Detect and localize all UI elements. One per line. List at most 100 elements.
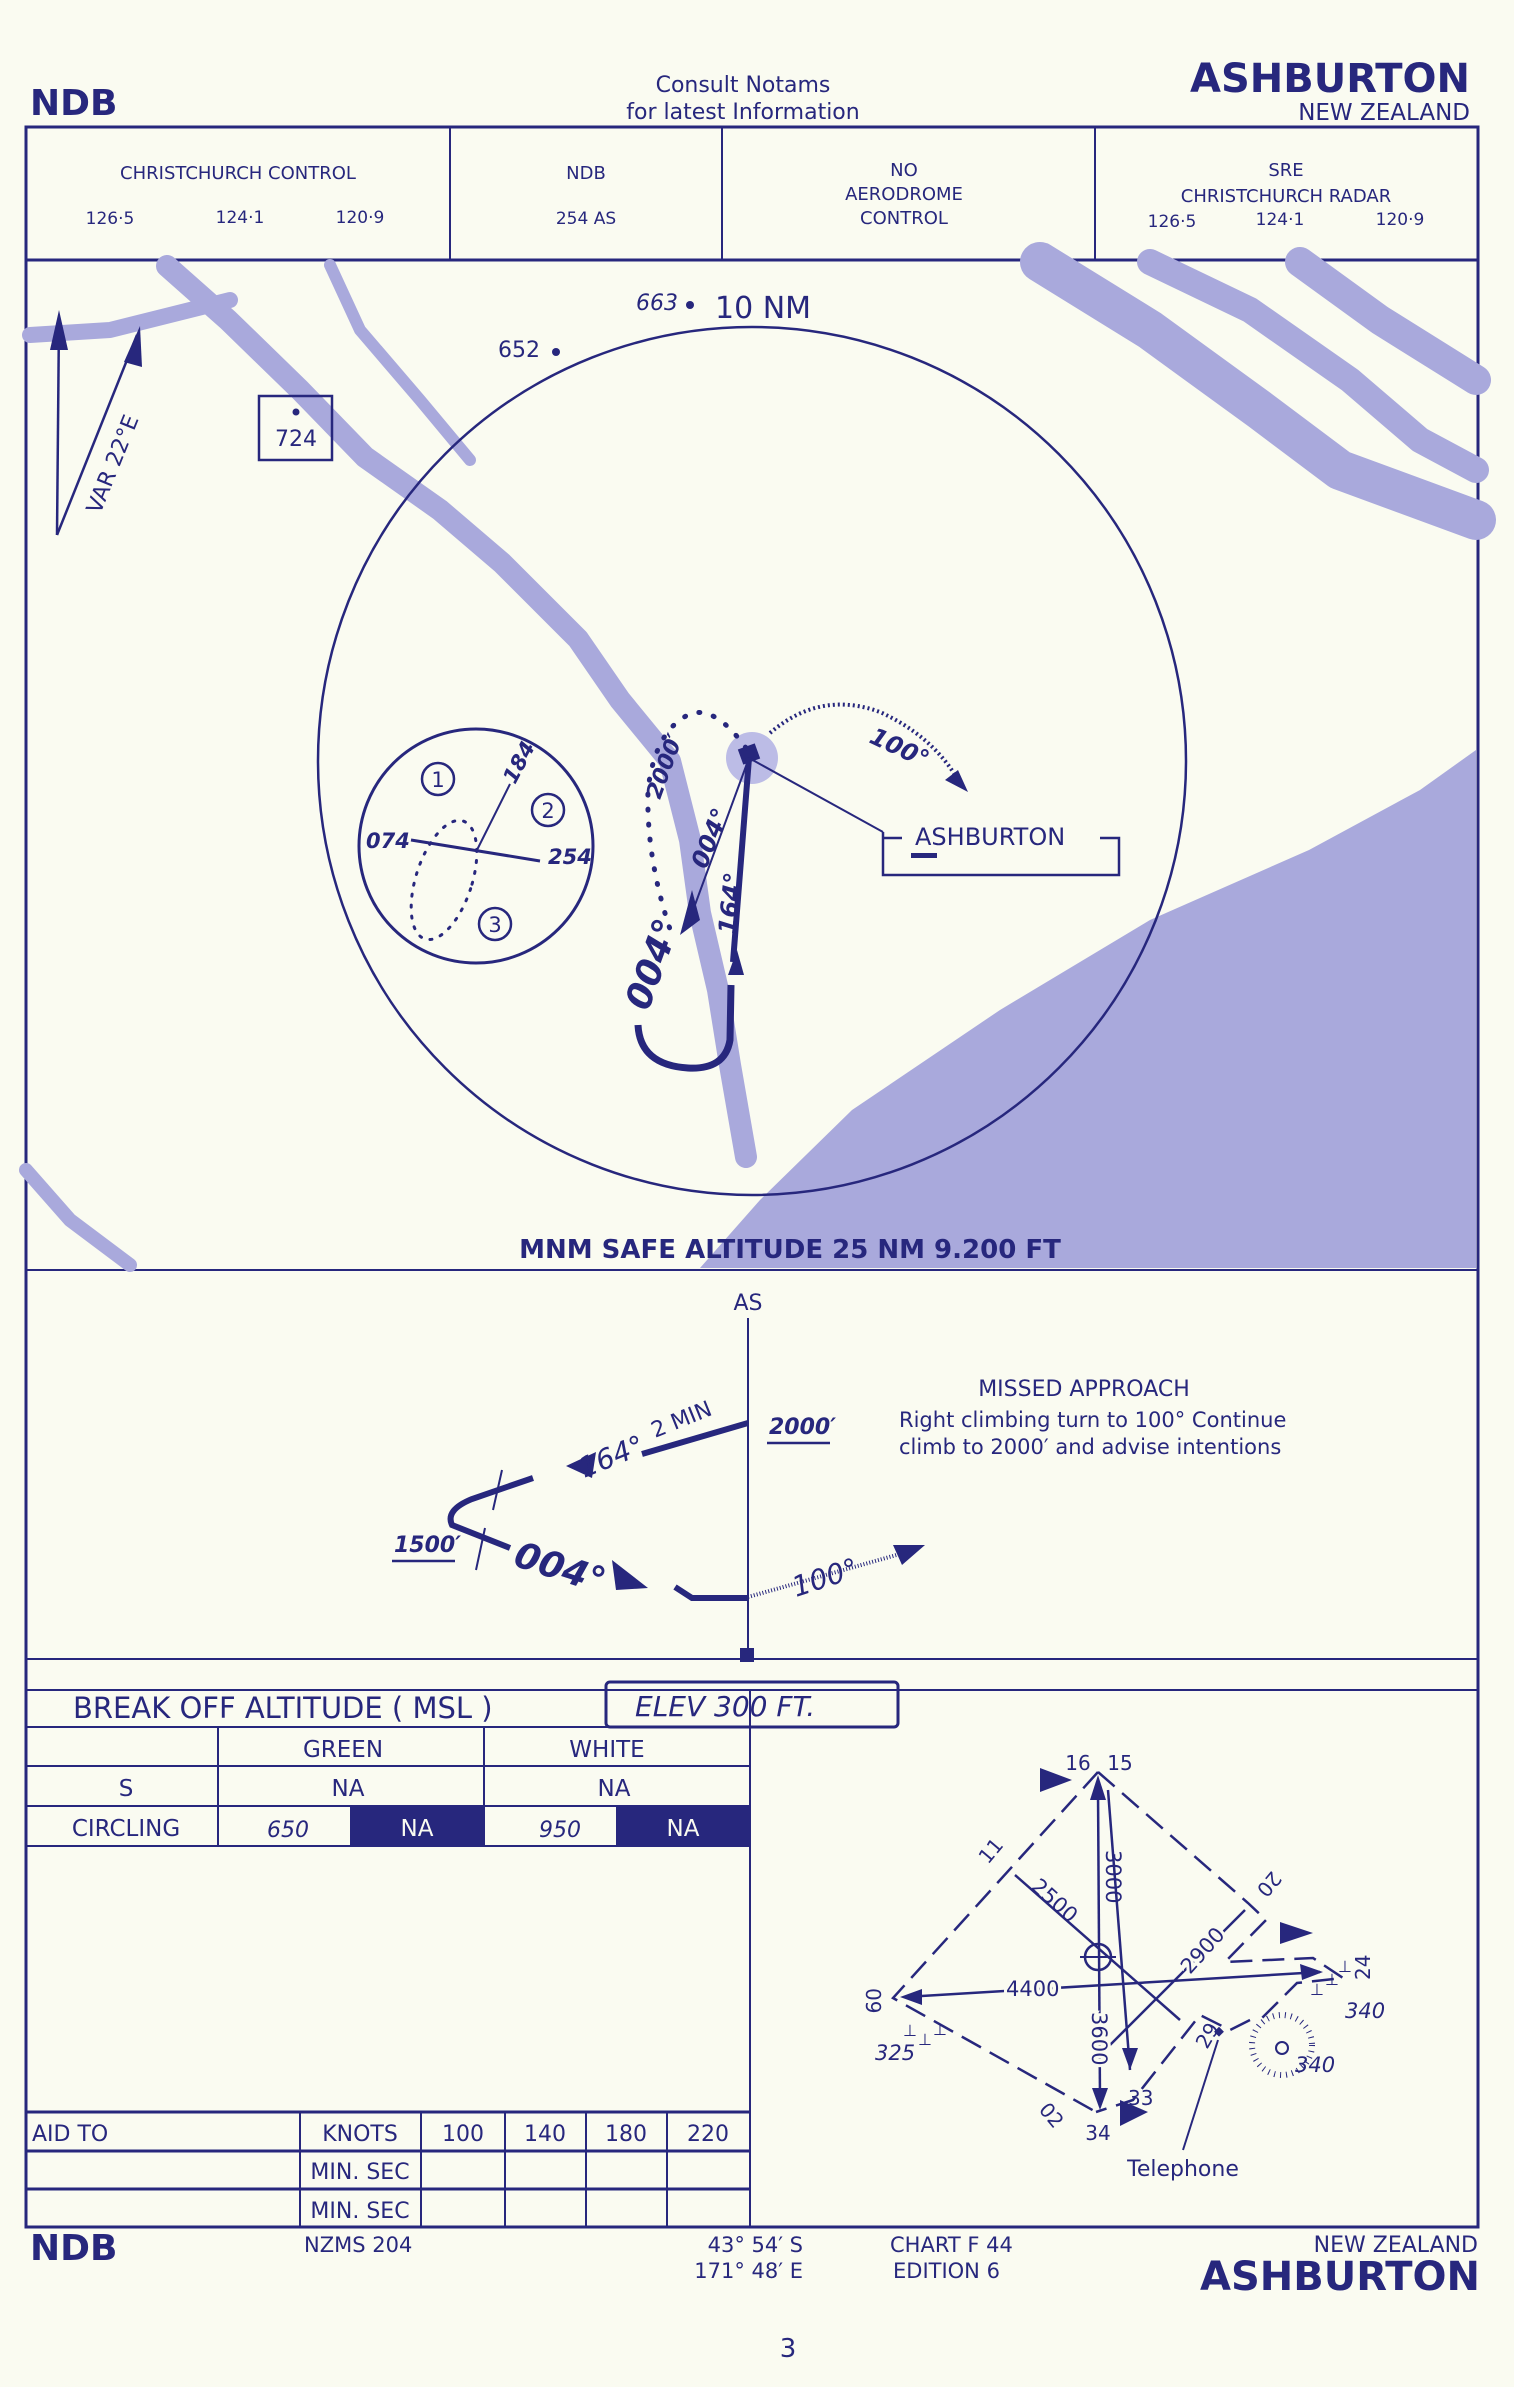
altitude-1500: 1500′ <box>394 1533 461 1558</box>
footer-country: NEW ZEALAND <box>1314 2233 1478 2258</box>
outbound-course-label: 164° <box>713 871 747 936</box>
minima-title: BREAK OFF ALTITUDE ( MSL ) <box>73 1691 493 1725</box>
speed-180: 180 <box>605 2122 647 2147</box>
minima-table: BREAK OFF ALTITUDE ( MSL ) ELEV 300 FT. … <box>26 1680 900 2227</box>
control-freq-2: 124·1 <box>216 208 265 228</box>
obstacle-325: 325 <box>875 2041 915 2065</box>
aerodrome-line2: AERODROME <box>845 184 963 205</box>
length-4400: 4400 <box>1006 1977 1059 2001</box>
missed-approach-text-2: climb to 2000′ and advise intentions <box>899 1435 1281 1459</box>
holding-entry-inset: 1 2 3 074 254 184 <box>357 727 595 965</box>
control-freq-1: 126·5 <box>86 209 135 229</box>
edition: EDITION 6 <box>893 2259 1000 2283</box>
spot-height-box <box>257 394 334 462</box>
chart-number: CHART F 44 <box>890 2233 1013 2257</box>
comms-control: CHRISTCHURCH CONTROL 126·5 124·1 120·9 <box>86 163 385 229</box>
aid-to-label: AID TO <box>32 2122 108 2147</box>
rwy-20: 20 <box>1252 1867 1287 1902</box>
speed-220: 220 <box>687 2122 729 2147</box>
telephone-label: Telephone <box>1126 2157 1239 2182</box>
range-ring-10nm <box>316 325 1188 1197</box>
aerodrome-diagram: 16 15 11 20 24 09 29 02 33 34 3000 2500 … <box>861 1751 1385 2182</box>
spot-height-dot <box>552 348 560 356</box>
profile-view: AS 2 MIN 164° 004° 100° 2000′ 1500′ MISS… <box>392 1291 1286 1662</box>
sector-1: 1 <box>431 768 444 792</box>
svg-text:⊥: ⊥ <box>903 2021 917 2040</box>
circling-white-na: NA <box>667 1816 700 1842</box>
sector-3: 3 <box>488 913 501 937</box>
minimum-safe-altitude: MNM SAFE ALTITUDE 25 NM 9.200 FT <box>519 1235 1061 1265</box>
country-title: NEW ZEALAND <box>1298 100 1470 126</box>
rwy-02: 02 <box>1034 2098 1069 2133</box>
north-arrow-icon: VAR 22°E <box>50 310 144 536</box>
rwy-16: 16 <box>1065 1751 1090 1775</box>
footer-procedure: NDB <box>30 2228 117 2269</box>
column-white: WHITE <box>569 1737 644 1763</box>
spot-height-dot <box>292 408 300 416</box>
comms-radar: SRE CHRISTCHURCH RADAR 126·5 124·1 120·9 <box>1148 160 1425 232</box>
elevation-box <box>604 1680 900 1729</box>
control-title: CHRISTCHURCH CONTROL <box>120 163 356 184</box>
radar-name: CHRISTCHURCH RADAR <box>1181 186 1391 207</box>
ndb-title: NDB <box>566 163 606 184</box>
page-number: 3 <box>780 2334 797 2364</box>
footer-airport: ASHBURTON <box>1200 2254 1480 2300</box>
min-sec-label: MIN. SEC <box>310 2160 409 2185</box>
spot-height-724: 724 <box>275 427 317 452</box>
fix-label: AS <box>733 1291 762 1316</box>
length-2900: 2900 <box>1176 1923 1230 1979</box>
altitude-2000: 2000′ <box>769 1415 836 1440</box>
missed-approach-text-1: Right climbing turn to 100° Continue <box>899 1408 1286 1432</box>
circling-green-na: NA <box>401 1816 434 1842</box>
outbound-course-label: 164° <box>574 1429 649 1485</box>
procedure-title: NDB <box>30 83 117 124</box>
svg-text:⊥: ⊥ <box>918 2030 932 2049</box>
comms-ndb: NDB 254 AS <box>556 163 616 229</box>
row-label-circling: CIRCLING <box>72 1816 180 1842</box>
knots-label: KNOTS <box>322 2122 398 2147</box>
elevation-value: ELEV 300 FT. <box>635 1690 815 1723</box>
landing-direction-arrow-icon <box>1040 1768 1072 1792</box>
spot-height-663: 663 <box>636 291 678 316</box>
missed-course-label: 100° <box>788 1551 862 1603</box>
svg-text:⊥: ⊥ <box>1338 1957 1352 1976</box>
rwy-15: 15 <box>1107 1751 1132 1775</box>
radar-freq-1: 126·5 <box>1148 212 1197 232</box>
length-3600: 3600 <box>1087 2012 1111 2065</box>
svg-text:⊥: ⊥ <box>1310 1980 1324 1999</box>
rwy-34: 34 <box>1085 2121 1110 2145</box>
radar-freq-2: 124·1 <box>1256 210 1305 230</box>
range-ring-label: 10 NM <box>715 291 811 326</box>
row-label-s: S <box>119 1776 134 1802</box>
spot-height-dot <box>686 301 694 309</box>
radar-freq-3: 120·9 <box>1376 210 1425 230</box>
rwy-09: 09 <box>861 1988 885 2013</box>
latitude: 43° 54′ S <box>708 2233 803 2257</box>
comms-aerodrome: NO AERODROME CONTROL <box>845 160 963 229</box>
rwy-33: 33 <box>1128 2086 1153 2110</box>
s-white-value: NA <box>598 1776 631 1802</box>
airport-title: ASHBURTON <box>1190 56 1470 102</box>
not-applicable-cell <box>350 1806 484 1846</box>
tree-icon: ⊥⊥⊥ ⊥⊥⊥ <box>903 1957 1352 2049</box>
notam-notice-line1: Consult Notams <box>656 73 831 98</box>
river <box>19 242 1496 1272</box>
circling-green-value: 650 <box>267 1818 309 1843</box>
longitude: 171° 48′ E <box>694 2259 803 2283</box>
final-course-label: 004° <box>618 914 688 1016</box>
bearing-074: 074 <box>366 829 410 853</box>
missed-course-label: 100° <box>865 722 933 774</box>
landing-direction-arrow-icon <box>1280 1922 1313 1944</box>
obstacle-340-trees: 340 <box>1345 1999 1385 2023</box>
obstacle-area-icon <box>1249 2012 1315 2078</box>
plan-view: 10 NM 663 652 724 VAR 22°E 1 2 3 07 <box>19 242 1496 1272</box>
min-sec-label: MIN. SEC <box>310 2199 409 2224</box>
radar-title: SRE <box>1268 160 1303 181</box>
ndb-ident: 254 AS <box>556 209 616 229</box>
svg-text:⊥: ⊥ <box>1325 1970 1339 1989</box>
missed-approach-title: MISSED APPROACH <box>978 1377 1190 1402</box>
speed-140: 140 <box>524 2122 566 2147</box>
ndb-label: ASHBURTON <box>915 823 1065 851</box>
obstacle-340-mast: 340 <box>1295 2053 1335 2077</box>
